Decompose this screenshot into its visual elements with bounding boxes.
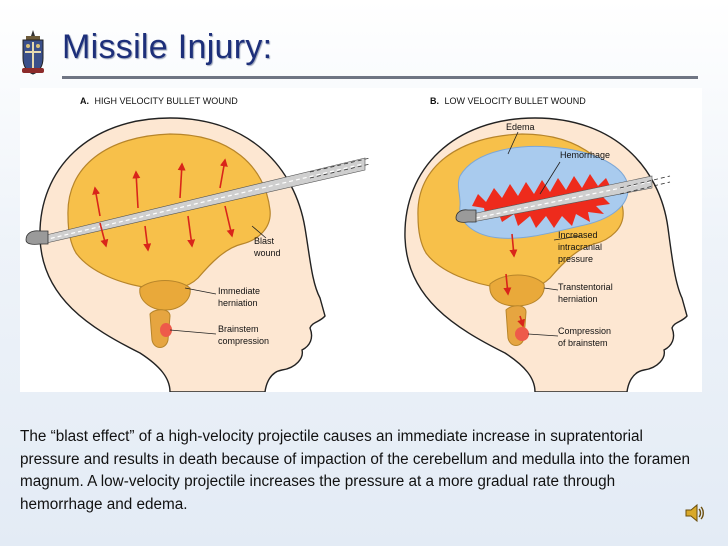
bullet-a xyxy=(26,231,48,245)
crest-icon xyxy=(20,28,46,76)
speaker-icon[interactable] xyxy=(684,502,706,524)
label-wound: wound xyxy=(253,248,281,258)
label-transtentorial: Transtentorial xyxy=(558,282,613,292)
label-edema: Edema xyxy=(506,122,535,132)
title-divider xyxy=(62,76,698,79)
panel-b-title: LOW VELOCITY BULLET WOUND xyxy=(445,96,587,106)
panel-b-letter: B. xyxy=(430,96,439,106)
label-blast: Blast xyxy=(254,236,275,246)
label-brainstem: Brainstem xyxy=(218,324,259,334)
label-herniation-a: herniation xyxy=(218,298,258,308)
panel-a: A. HIGH VELOCITY BULLET WOUND xyxy=(26,96,370,392)
label-compression-b: Compression xyxy=(558,326,611,336)
label-compression-a: compression xyxy=(218,336,269,346)
page-title: Missile Injury: xyxy=(62,28,272,67)
caption-text: The “blast effect” of a high-velocity pr… xyxy=(20,426,700,516)
svg-text:B. LOW VELOCITY BULLET: B. LOW VELOCITY BULLET WOUND xyxy=(430,96,586,106)
label-immediate: Immediate xyxy=(218,286,260,296)
panel-a-letter: A. xyxy=(80,96,89,106)
label-intracranial: intracranial xyxy=(558,242,602,252)
panel-b: B. LOW VELOCITY BULLET WOUND xyxy=(405,96,687,392)
svg-text:A. HIGH VELOCITY BULLE: A. HIGH VELOCITY BULLET WOUND xyxy=(80,96,238,106)
label-pressure: pressure xyxy=(558,254,593,264)
diagram-figure: A. HIGH VELOCITY BULLET WOUND xyxy=(20,88,702,392)
panel-a-title: HIGH VELOCITY BULLET WOUND xyxy=(95,96,239,106)
label-hemorrhage: Hemorrhage xyxy=(560,150,610,160)
label-increased: Increased xyxy=(558,230,598,240)
bullet-b xyxy=(456,210,476,223)
label-herniation-b: herniation xyxy=(558,294,598,304)
compression-spot-b xyxy=(515,327,529,341)
label-of-brainstem: of brainstem xyxy=(558,338,608,348)
